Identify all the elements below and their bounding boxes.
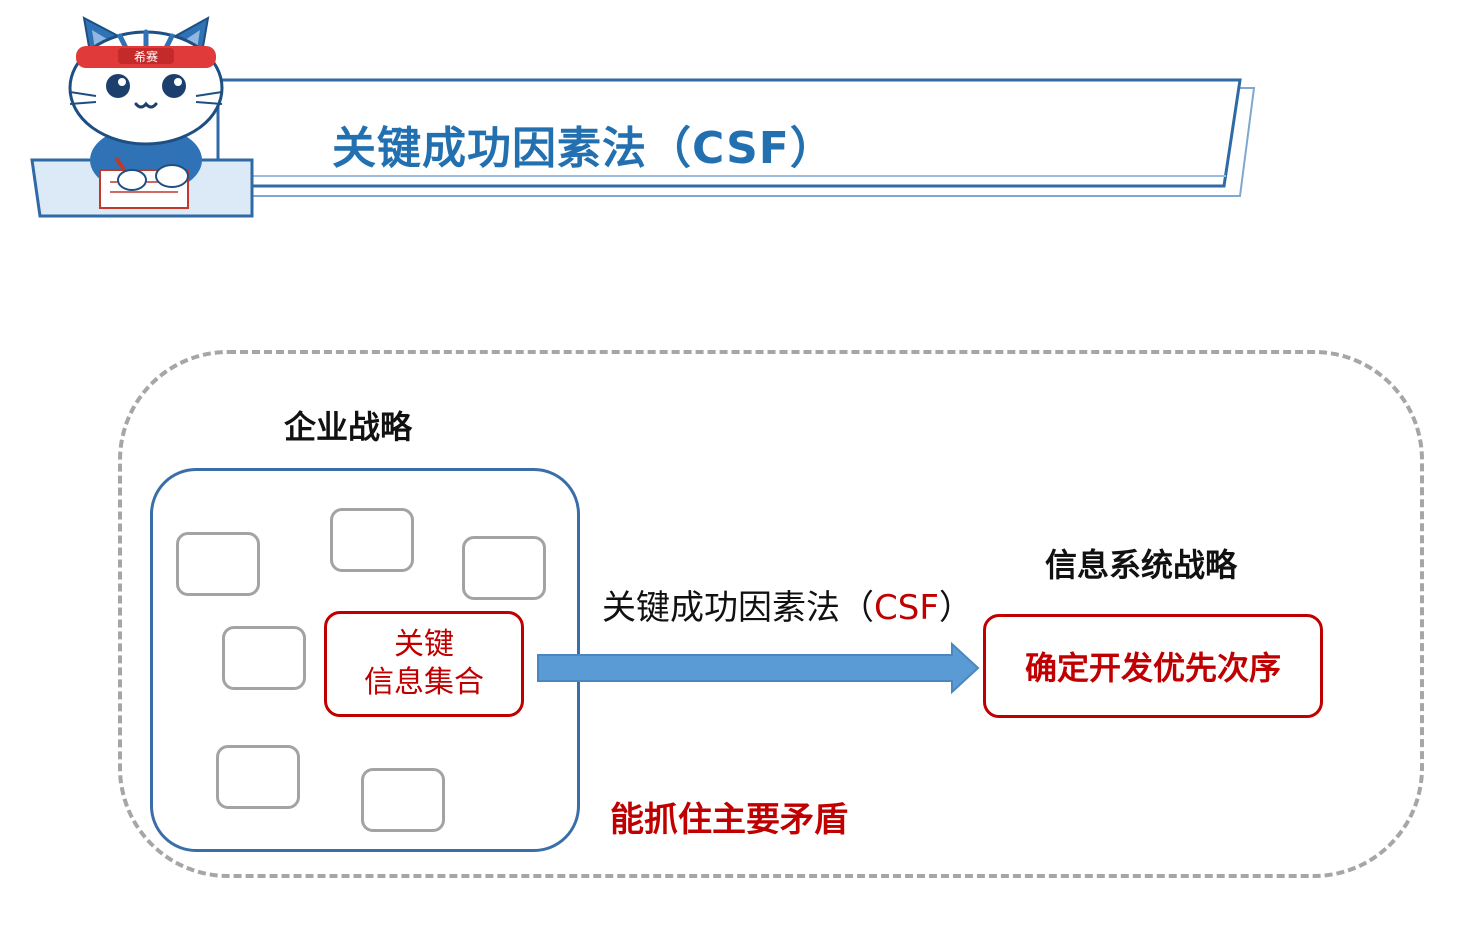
mascot-badge-text: 希赛: [134, 49, 158, 64]
csf-label-abbr: CSF: [874, 588, 939, 628]
contradiction-label: 能抓住主要矛盾: [610, 800, 848, 840]
info-item-box: [361, 768, 445, 832]
key-info-line2: 信息集合: [364, 665, 484, 700]
info-item-box: [222, 626, 306, 690]
csf-label-suffix: ）: [938, 588, 973, 628]
csf-label-prefix: 关键成功因素法（: [602, 588, 874, 628]
key-info-set-box: 关键 信息集合: [324, 611, 524, 717]
is-strategy-label: 信息系统战略: [1045, 546, 1238, 584]
priority-box: 确定开发优先次序: [983, 614, 1323, 718]
right-arrow-icon: [537, 641, 980, 695]
info-item-box: [462, 536, 546, 600]
info-item-box: [176, 532, 260, 596]
cat-mascot-icon: 希赛: [30, 16, 254, 218]
key-info-line1: 关键: [394, 627, 454, 662]
info-item-box: [216, 745, 300, 809]
info-item-box: [330, 508, 414, 572]
enterprise-strategy-label: 企业战略: [284, 408, 413, 446]
header-banner: 希赛: [30, 16, 1256, 218]
page-title: 关键成功因素法（CSF）: [332, 123, 835, 174]
outer-dashed-region: [118, 350, 1424, 878]
priority-label: 确定开发优先次序: [1024, 649, 1281, 687]
csf-method-label: 关键成功因素法（CSF）: [602, 580, 973, 629]
